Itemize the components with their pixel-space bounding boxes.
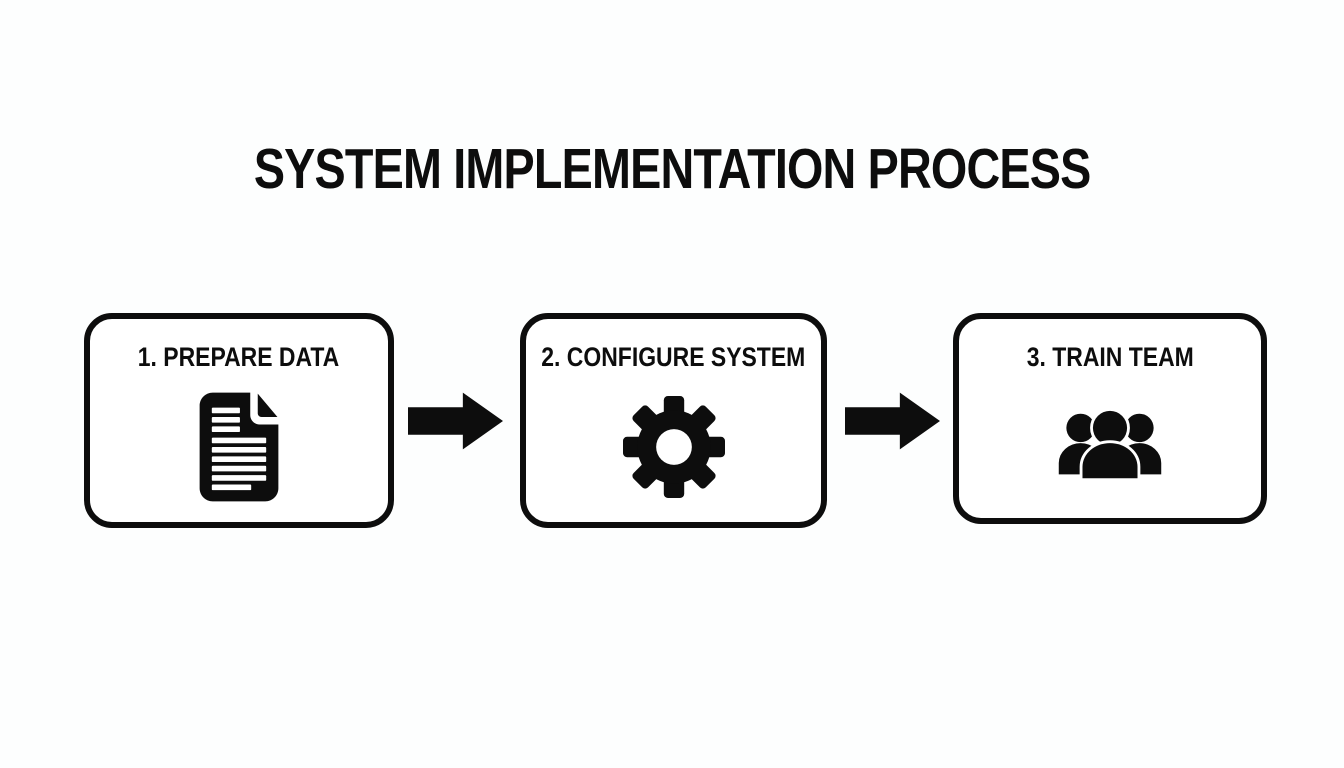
step-box-configure-system: 2. CONFIGURE SYSTEM [520, 313, 827, 528]
step-box-prepare-data: 1. PREPARE DATA [84, 313, 394, 528]
title-row: SYSTEM IMPLEMENTATION PROCESS [0, 136, 1344, 202]
step-box-train-team: 3. TRAIN TEAM [953, 313, 1267, 524]
team-icon [1058, 408, 1162, 482]
gear-icon [622, 396, 725, 499]
arrow-right-icon [408, 392, 503, 450]
step-label: 1. PREPARE DATA [138, 342, 340, 372]
step-icon-area [90, 373, 388, 522]
document-icon [199, 392, 279, 502]
arrow-right-icon [845, 392, 940, 450]
step-label: 2. CONFIGURE SYSTEM [541, 342, 806, 372]
step-icon-area [526, 373, 821, 522]
page-title: SYSTEM IMPLEMENTATION PROCESS [253, 137, 1091, 201]
step-label: 3. TRAIN TEAM [1026, 342, 1194, 372]
step-icon-area [959, 373, 1261, 518]
